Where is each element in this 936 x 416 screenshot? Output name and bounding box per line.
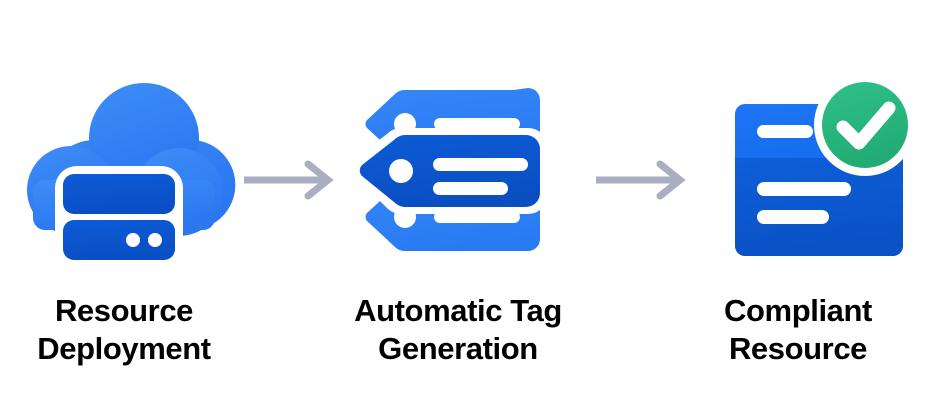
cloud-server-icon: [19, 70, 236, 270]
tag-center-line-1: [433, 158, 528, 171]
multiple-tags-icon: [350, 70, 563, 270]
flow-step-label: Compliant Resource: [724, 293, 872, 366]
tag-center-hole: [389, 159, 413, 183]
status-badge: [822, 82, 908, 168]
server-bay-lower: [63, 220, 175, 260]
arrow-right-glyph: [244, 160, 334, 200]
cloud-server-glyph: [27, 83, 236, 270]
card-title-line: [757, 125, 813, 138]
multiple-tags-glyph: [350, 88, 548, 252]
server-bay-upper: [63, 174, 175, 214]
document-card: [735, 104, 903, 256]
arrow-right-icon: [240, 160, 336, 200]
flow-step-label: Resource Deployment: [37, 293, 211, 366]
flow-step-resource-deployment: Resource Deployment: [4, 70, 244, 370]
card-text-line-2: [757, 210, 829, 224]
server-led-2: [148, 233, 162, 247]
flow-step-label: Automatic Tag Generation: [354, 293, 562, 366]
tag-center-line-2: [433, 182, 508, 195]
compliant-document-icon: [693, 70, 916, 270]
check-icon: [836, 101, 896, 150]
flow-step-compliant-resource: Compliant Resource: [678, 70, 918, 370]
tag-center: [359, 135, 540, 207]
arrow-right-icon: [592, 160, 688, 200]
tag-top-line: [434, 118, 520, 130]
server-led-1: [126, 233, 140, 247]
card-text-line-1: [757, 182, 851, 196]
compliant-document-glyph: [735, 74, 916, 256]
flow-step-automatic-tag-generation: Automatic Tag Generation: [338, 70, 578, 370]
arrow-right-glyph: [596, 160, 686, 200]
